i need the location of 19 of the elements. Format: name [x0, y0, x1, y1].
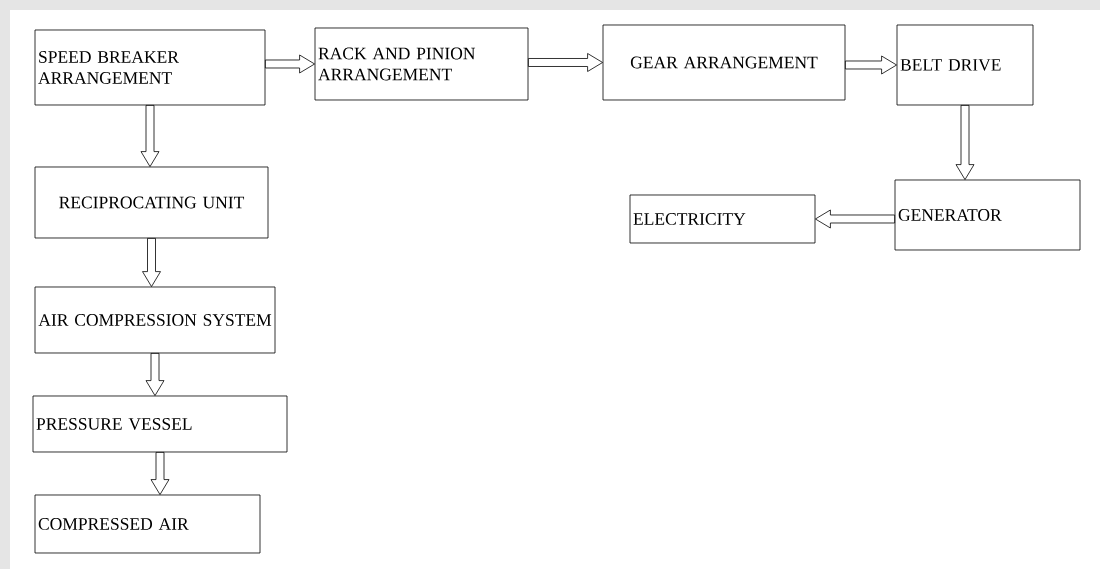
block-arrow	[815, 209, 895, 229]
block-arrow	[142, 238, 161, 287]
process-box: SPEED BREAKER ARRANGEMENT	[34, 29, 266, 106]
block-arrow	[528, 53, 603, 72]
block-arrow	[265, 54, 315, 74]
process-box: BELT DRIVE	[896, 24, 1034, 106]
process-box: PRESSURE VESSEL	[32, 395, 288, 453]
block-arrow	[150, 452, 170, 495]
process-box: COMPRESSED AIR	[34, 494, 261, 554]
process-box: ELECTRICITY	[629, 194, 816, 244]
block-arrow	[140, 105, 160, 167]
process-box: AIR COMPRESSION SYSTEM	[34, 286, 276, 354]
block-arrow	[955, 105, 975, 180]
process-box: RECIPROCATING UNIT	[34, 166, 269, 239]
block-arrow	[145, 353, 165, 396]
block-arrow	[845, 55, 897, 75]
process-box: GEAR ARRANGEMENT	[602, 24, 846, 101]
process-box: GENERATOR	[894, 179, 1081, 251]
process-box: RACK AND PINION ARRANGEMENT	[314, 27, 529, 101]
